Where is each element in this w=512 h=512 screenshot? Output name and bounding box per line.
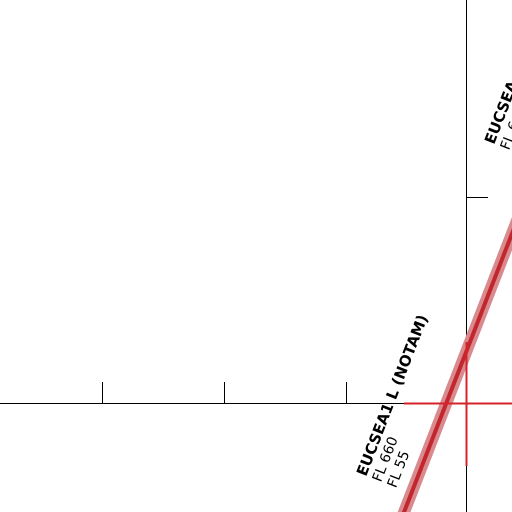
horizontal-grid-line (0, 382, 512, 404)
waypoint-cross-marker[interactable] (404, 342, 512, 466)
airway-label-eucsea: EUCSEA FL 6 (481, 78, 512, 153)
vertical-grid-line (466, 0, 488, 512)
airway-route-line[interactable] (397, 213, 512, 512)
